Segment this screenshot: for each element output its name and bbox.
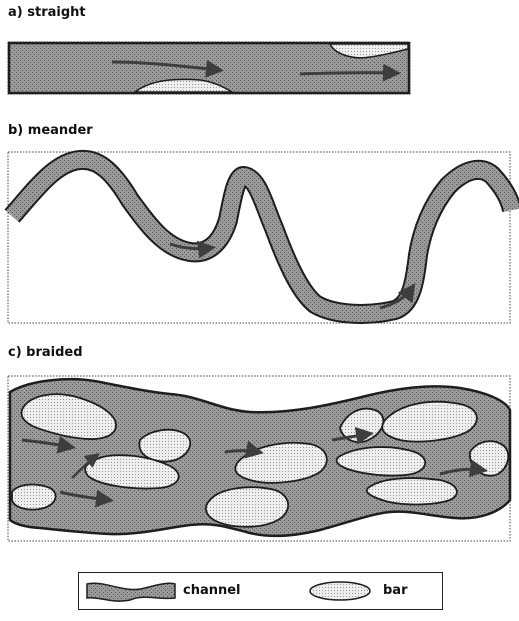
legend-channel-label: channel: [183, 583, 241, 598]
legend-bar-label: bar: [383, 583, 408, 598]
braided-bar-11: [12, 485, 56, 510]
legend-channel-swatch: [85, 578, 177, 604]
braided-bar-2: [139, 430, 190, 462]
legend: channel bar: [78, 572, 443, 610]
meander-panel: [8, 152, 512, 323]
braided-flow-arrow-3: [225, 451, 258, 453]
braided-panel: [8, 376, 510, 541]
braided-bar-10: [206, 487, 288, 527]
straight-flow-arrow-2: [300, 73, 395, 74]
meander-channel-fill: [12, 160, 512, 314]
legend-bar-swatch: [307, 578, 373, 604]
straight-panel: [8, 42, 410, 94]
